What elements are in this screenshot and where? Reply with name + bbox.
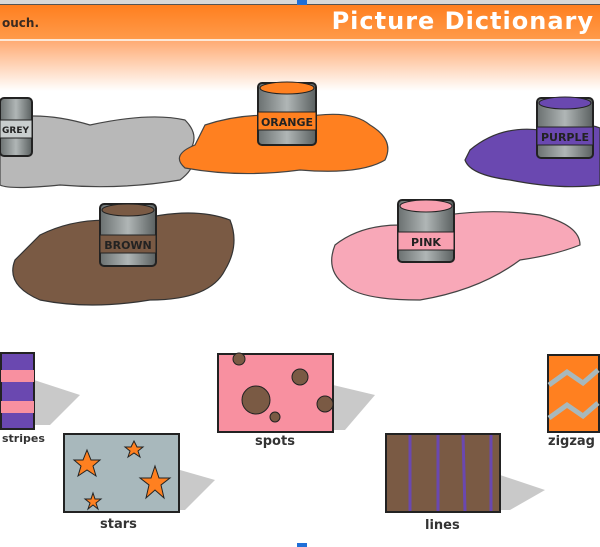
paint-can-purple[interactable]: PURPLE [536, 96, 594, 159]
pattern-stars[interactable] [63, 433, 180, 513]
label-zigzag: zigzag [548, 434, 595, 449]
bottom-handle[interactable] [297, 543, 307, 547]
paint-can-brown[interactable]: BROWN [99, 203, 157, 267]
grey-can-label: GREY [2, 126, 29, 136]
label-stripes: stripes [2, 432, 45, 445]
brown-can-label: BROWN [104, 239, 152, 252]
paint-can-grey[interactable]: GREY [0, 97, 33, 157]
label-spots: spots [255, 434, 295, 449]
instruction-text: ouch. [2, 16, 40, 30]
paint-can-pink[interactable]: PINK [397, 199, 455, 263]
pink-spill[interactable] [331, 211, 581, 301]
pattern-zigzag[interactable] [547, 354, 600, 433]
label-stars: stars [100, 517, 137, 532]
label-lines: lines [425, 518, 460, 533]
pattern-spots[interactable] [217, 352, 334, 433]
pattern-stripes[interactable] [0, 352, 35, 430]
pink-can-label: PINK [411, 236, 441, 249]
page-title: Picture Dictionary [331, 7, 594, 35]
pattern-lines[interactable] [385, 433, 501, 513]
pattern-shadows [34, 380, 545, 510]
top-handle[interactable] [297, 0, 307, 5]
header-banner: ouch. Picture Dictionary [0, 5, 600, 39]
orange-can-label: ORANGE [261, 116, 313, 129]
banner-divider [0, 39, 600, 41]
purple-can-label: PURPLE [541, 131, 589, 144]
paint-can-orange[interactable]: ORANGE [257, 81, 317, 146]
